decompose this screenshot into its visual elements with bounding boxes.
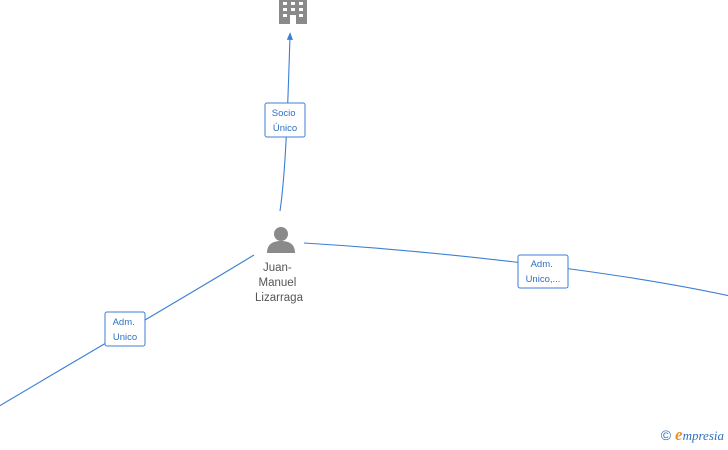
copyright-symbol: © <box>660 427 672 443</box>
person-label: Juan- Manuel Lizarraga <box>255 262 304 304</box>
building-icon <box>279 0 307 24</box>
brand-name-rest: mpresia <box>682 428 724 443</box>
brand-mark: e <box>675 425 683 444</box>
brand-name: empresia <box>675 425 724 445</box>
edge-label-socio-unico[interactable]: Socio Único <box>264 102 306 138</box>
edge-label-line: Adm. <box>113 317 135 328</box>
edge-adm-unico-right[interactable] <box>303 242 728 297</box>
empresia-logo: © empresia <box>661 425 724 445</box>
person-icon <box>267 227 295 253</box>
edge-label-line: Unico <box>113 332 137 343</box>
edge-label-adm-unico-left[interactable]: Adm. Unico <box>104 311 146 347</box>
person-label-line: Lizarraga <box>255 292 304 304</box>
edge-label-line: Único <box>273 123 297 134</box>
edge-label-line: Socio <box>272 108 296 119</box>
edge-label-adm-unico-right[interactable]: Adm. Unico,... <box>517 254 569 289</box>
person-label-line: Manuel <box>259 277 297 289</box>
svg-text:Adm. Unico,...: Adm. Unico,... <box>526 259 561 285</box>
edge-label-line: Unico,... <box>526 274 561 285</box>
company-node[interactable] <box>279 0 307 24</box>
person-label-line: Juan- <box>263 262 292 274</box>
svg-text:Adm. Unico: Adm. Unico <box>113 317 138 343</box>
person-node[interactable]: Juan- Manuel Lizarraga <box>255 227 304 304</box>
svg-text:Socio Único: Socio Único <box>272 108 298 134</box>
edge-label-line: Adm. <box>531 259 553 270</box>
